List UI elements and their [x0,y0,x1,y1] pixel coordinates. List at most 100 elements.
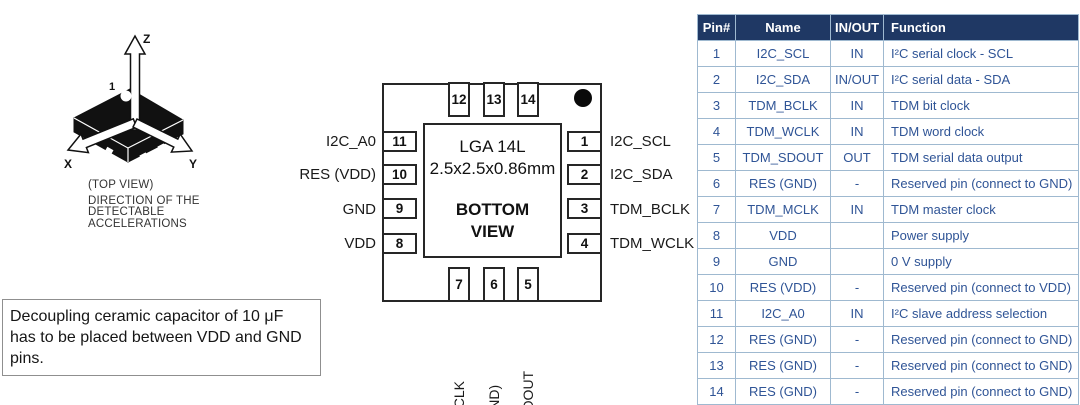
cell-function: TDM bit clock [883,92,1079,119]
cell-pin: 10 [697,274,736,301]
cell-inout: IN/OUT [830,66,884,93]
pin-label-4: TDM_WCLK [610,235,695,252]
pin-pad-10: 10 [382,164,417,185]
figure-caption-line: DETECTABLE [88,206,165,219]
cell-name: VDD [735,222,831,249]
cell-name: RES (GND) [735,352,831,379]
cell-inout: - [830,170,884,197]
pin-pad-9: 9 [382,198,417,219]
cell-pin: 2 [697,66,736,93]
col-header-name: Name [735,14,831,41]
figure-caption-direction: DIRECTION OF THE DETECTABLE ACCELERATION… [88,195,200,230]
pin-label-13: RES (GND) [486,0,502,78]
cell-inout: - [830,352,884,379]
pin-label-2: I2C_SDA [610,166,673,183]
cell-function: TDM master clock [883,196,1079,223]
cell-function: Reserved pin (connect to GND) [883,170,1079,197]
figure-caption-view: (TOP VIEW) [88,179,154,191]
cell-inout: IN [830,92,884,119]
cell-pin: 3 [697,92,736,119]
pad-notch [105,146,114,154]
cell-inout [830,222,884,249]
cell-name: RES (GND) [735,170,831,197]
cell-function: Reserved pin (connect to GND) [883,352,1079,379]
pin-pad-6: 6 [483,267,505,302]
figure-caption-line: DIRECTION OF THE [88,195,200,207]
pin-pad-5: 5 [517,267,539,302]
cell-name: TDM_MCLK [735,196,831,223]
cell-function: Reserved pin (connect to VDD) [883,274,1079,301]
pad-notch [157,143,166,151]
pin-label-5: TDM_SDOUT [520,308,536,405]
cell-pin: 12 [697,326,736,353]
pin-pad-3: 3 [567,198,602,219]
package-name: LGA 14L [459,137,526,156]
cell-name: I2C_A0 [735,300,831,327]
chip-3d-top-view-figure: 1 Z X Y [64,32,197,171]
pin-label-8: VDD [344,235,376,252]
cell-name: I2C_SDA [735,66,831,93]
pin-pad-8: 8 [382,233,417,254]
col-header-inout: IN/OUT [830,14,884,41]
view-label: BOTTOM [455,200,530,219]
cell-function: TDM word clock [883,118,1079,145]
cell-name: TDM_WCLK [735,118,831,145]
table-header-row: Pin# Name IN/OUT Function [697,14,1079,41]
cell-name: GND [735,248,831,275]
cell-name: I2C_SCL [735,40,831,67]
cell-pin: 7 [697,196,736,223]
pin1-dot [120,90,132,102]
y-axis-label: Y [189,157,197,171]
pin1-marker-dot [574,89,592,107]
package-size: 2.5x2.5x0.86mm [429,159,556,178]
pin-pad-2: 2 [567,164,602,185]
pin-pad-14: 14 [517,82,539,117]
x-axis-label: X [64,157,72,171]
pin-pad-7: 7 [448,267,470,302]
cell-pin: 8 [697,222,736,249]
cell-pin: 9 [697,248,736,275]
pin-pad-13: 13 [483,82,505,117]
cell-pin: 4 [697,118,736,145]
cell-pin: 1 [697,40,736,67]
col-header-pin: Pin# [697,14,736,41]
cell-function: I²C serial data - SDA [883,66,1079,93]
pin-label-1: I2C_SCL [610,133,671,150]
cell-inout: - [830,274,884,301]
cell-function: Power supply [883,222,1079,249]
cell-pin: 14 [697,378,736,405]
cell-pin: 5 [697,144,736,171]
z-axis-arrow [123,34,147,131]
x-axis-arrow [66,117,138,154]
cell-inout: IN [830,300,884,327]
cell-function: I²C serial clock - SCL [883,40,1079,67]
pin-pad-1: 1 [567,131,602,152]
cell-inout: - [830,326,884,353]
cell-name: RES (GND) [735,326,831,353]
cell-inout: OUT [830,144,884,171]
pin-label-14: RES (GND) [520,0,536,78]
y-axis-arrow [131,117,194,153]
cell-pin: 11 [697,300,736,327]
cell-name: TDM_BCLK [735,92,831,119]
cell-function: I²C slave address selection [883,300,1079,327]
pin-label-6: RES (GND) [486,308,502,405]
pin-pad-4: 4 [567,233,602,254]
pin-label-10: RES (VDD) [299,166,376,183]
pin-label-12: RES (GND) [451,0,467,78]
cell-inout [830,248,884,275]
col-header-function: Function [883,14,1079,41]
cell-inout: IN [830,40,884,67]
cell-function: Reserved pin (connect to GND) [883,378,1079,405]
pin-pad-12: 12 [448,82,470,117]
